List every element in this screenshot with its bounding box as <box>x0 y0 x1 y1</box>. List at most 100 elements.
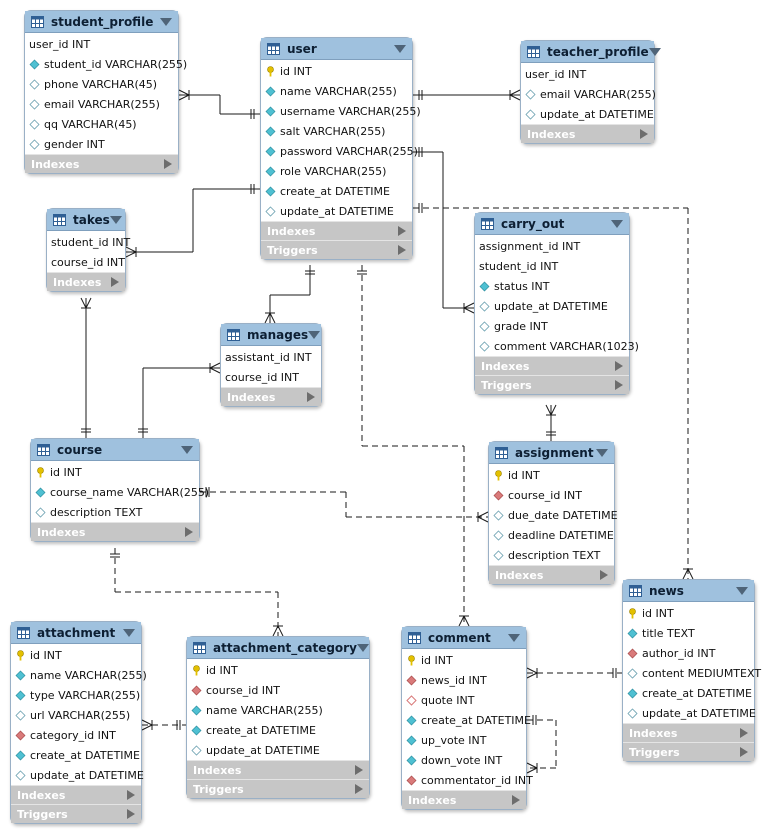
column-row[interactable]: content MEDIUMTEXT <box>623 663 761 683</box>
column-row[interactable]: update_at DATETIME <box>187 740 369 760</box>
section-triggers[interactable]: Triggers <box>623 742 754 761</box>
column-row[interactable]: id INT <box>402 650 526 670</box>
table-header[interactable]: comment <box>402 627 526 649</box>
collapse-caret-icon[interactable] <box>736 586 748 595</box>
collapse-caret-icon[interactable] <box>308 330 321 339</box>
expand-arrow-icon[interactable] <box>398 226 406 236</box>
column-row[interactable]: gender INT <box>25 134 178 154</box>
collapse-caret-icon[interactable] <box>394 44 406 53</box>
column-row[interactable]: id INT <box>623 603 754 623</box>
collapse-caret-icon[interactable] <box>596 448 608 457</box>
expand-arrow-icon[interactable] <box>615 361 623 371</box>
section-indexes[interactable]: Indexes <box>31 522 199 541</box>
column-row[interactable]: quote INT <box>402 690 526 710</box>
relationship-comment-comment[interactable] <box>526 715 557 774</box>
column-row[interactable]: course_id INT <box>221 367 321 387</box>
section-indexes[interactable]: Indexes <box>261 221 412 240</box>
table-header[interactable]: takes <box>47 209 125 231</box>
section-indexes[interactable]: Indexes <box>402 790 526 809</box>
relationship-user-comment[interactable] <box>357 265 470 627</box>
column-row[interactable]: category_id INT <box>11 725 141 745</box>
table-header[interactable]: user <box>261 38 412 60</box>
expand-arrow-icon[interactable] <box>307 392 315 402</box>
table-header[interactable]: course <box>31 439 199 461</box>
column-row[interactable]: student_id INT <box>47 232 130 252</box>
expand-arrow-icon[interactable] <box>640 129 648 139</box>
collapse-caret-icon[interactable] <box>611 219 623 228</box>
column-row[interactable]: create_at DATETIME <box>402 710 531 730</box>
expand-arrow-icon[interactable] <box>615 380 623 390</box>
column-row[interactable]: course_id INT <box>47 252 125 272</box>
column-row[interactable]: update_at DATETIME <box>623 703 756 723</box>
relationship-attachment-attachment-category[interactable] <box>141 719 186 731</box>
column-row[interactable]: author_id INT <box>623 643 754 663</box>
collapse-caret-icon[interactable] <box>648 47 661 56</box>
column-row[interactable]: up_vote INT <box>402 730 526 750</box>
column-row[interactable]: news_id INT <box>402 670 526 690</box>
section-indexes[interactable]: Indexes <box>623 723 754 742</box>
column-row[interactable]: type VARCHAR(255) <box>11 685 141 705</box>
column-row[interactable]: due_date DATETIME <box>489 505 618 525</box>
column-row[interactable]: create_at DATETIME <box>623 683 754 703</box>
section-indexes[interactable]: Indexes <box>187 760 369 779</box>
column-row[interactable]: phone VARCHAR(45) <box>25 74 178 94</box>
column-row[interactable]: id INT <box>261 61 412 81</box>
column-row[interactable]: description TEXT <box>31 502 199 522</box>
collapse-caret-icon[interactable] <box>356 643 369 652</box>
section-triggers[interactable]: Triggers <box>187 779 369 798</box>
section-indexes[interactable]: Indexes <box>521 124 654 143</box>
relationship-comment-news[interactable] <box>526 667 622 679</box>
relationship-carry-out-assignment[interactable] <box>545 404 557 441</box>
expand-arrow-icon[interactable] <box>355 765 363 775</box>
collapse-caret-icon[interactable] <box>508 633 520 642</box>
table-header[interactable]: attachment_category <box>187 637 369 659</box>
column-row[interactable]: grade INT <box>475 316 629 336</box>
column-row[interactable]: qq VARCHAR(45) <box>25 114 178 134</box>
column-row[interactable]: update_at DATETIME <box>261 201 412 221</box>
relationship-course-attachment-category[interactable] <box>110 548 284 637</box>
relationship-takes-course[interactable] <box>80 297 92 438</box>
column-row[interactable]: url VARCHAR(255) <box>11 705 141 725</box>
column-row[interactable]: user_id INT <box>521 64 654 84</box>
expand-arrow-icon[interactable] <box>164 159 172 169</box>
relationship-user-carry-out[interactable] <box>413 147 475 314</box>
table-header[interactable]: student_profile <box>25 11 178 33</box>
column-row[interactable]: update_at DATETIME <box>521 104 654 124</box>
expand-arrow-icon[interactable] <box>398 245 406 255</box>
column-row[interactable]: email VARCHAR(255) <box>521 84 656 104</box>
section-indexes[interactable]: Indexes <box>47 272 125 291</box>
column-row[interactable]: course_id INT <box>187 680 369 700</box>
column-row[interactable]: create_at DATETIME <box>187 720 369 740</box>
column-row[interactable]: status INT <box>475 276 629 296</box>
collapse-caret-icon[interactable] <box>123 628 135 637</box>
section-indexes[interactable]: Indexes <box>489 565 614 584</box>
relationship-manages-course[interactable] <box>138 362 221 438</box>
table-header[interactable]: assignment <box>489 442 614 464</box>
column-row[interactable]: commentator_id INT <box>402 770 533 790</box>
column-row[interactable]: name VARCHAR(255) <box>11 665 147 685</box>
column-row[interactable]: update_at DATETIME <box>11 765 144 785</box>
column-row[interactable]: id INT <box>31 462 199 482</box>
column-row[interactable]: down_vote INT <box>402 750 526 770</box>
table-header[interactable]: attachment <box>11 622 141 644</box>
column-row[interactable]: create_at DATETIME <box>261 181 412 201</box>
column-row[interactable]: update_at DATETIME <box>475 296 629 316</box>
expand-arrow-icon[interactable] <box>127 809 135 819</box>
section-indexes[interactable]: Indexes <box>221 387 321 406</box>
column-row[interactable]: name VARCHAR(255) <box>261 81 412 101</box>
expand-arrow-icon[interactable] <box>512 795 520 805</box>
column-row[interactable]: user_id INT <box>25 34 178 54</box>
relationship-user-manages[interactable] <box>264 265 315 324</box>
column-row[interactable]: create_at DATETIME <box>11 745 141 765</box>
section-triggers[interactable]: Triggers <box>11 804 141 823</box>
column-row[interactable]: id INT <box>11 645 141 665</box>
table-header[interactable]: news <box>623 580 754 602</box>
relationship-user-news[interactable] <box>413 203 694 580</box>
